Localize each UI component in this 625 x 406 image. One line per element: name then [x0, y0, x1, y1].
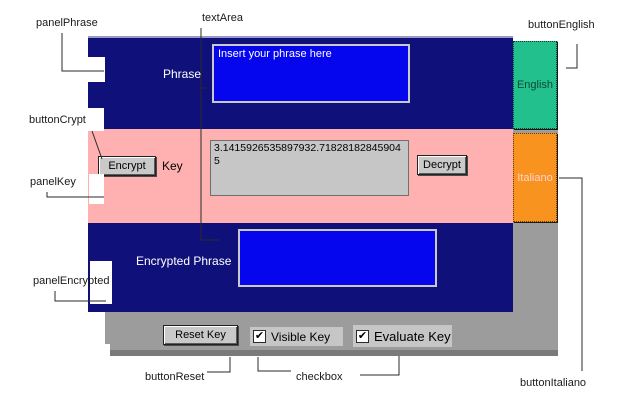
callout-text-area: textArea [202, 12, 243, 24]
key-textarea[interactable]: 3.1415926535897932.718281828459045 [210, 140, 409, 196]
callout-button-italiano: buttonItaliano [520, 377, 587, 389]
window-bottom-shadow [110, 350, 558, 356]
notch-panel-key [89, 174, 104, 204]
leader-button-english [566, 44, 578, 69]
visible-key-checkmark-icon: ✔ [253, 330, 266, 343]
encrypt-button[interactable]: Encrypt [98, 156, 156, 176]
notch-button-crypt [88, 108, 104, 131]
phrase-textarea-text: Insert your phrase here [218, 48, 332, 60]
callout-panel-phrase: panelPhrase [36, 17, 98, 29]
evaluate-key-checkmark-icon: ✔ [356, 329, 369, 343]
evaluate-key-label: Evaluate Key [374, 328, 451, 344]
reset-key-button[interactable]: Reset Key [163, 325, 238, 345]
key-label: Key [162, 159, 183, 173]
encrypted-textarea[interactable] [238, 229, 437, 287]
visible-key-checkbox[interactable]: ✔ Visible Key [250, 327, 343, 346]
notch-panel-phrase [88, 57, 105, 82]
callout-button-reset: buttonReset [145, 371, 205, 383]
callout-checkbox: checkbox [296, 371, 343, 383]
decrypt-button[interactable]: Decrypt [417, 155, 467, 175]
visible-key-label: Visible Key [271, 329, 331, 344]
callout-panel-encrypted: panelEncrypted [33, 275, 110, 287]
evaluate-key-checkbox[interactable]: ✔ Evaluate Key [353, 325, 452, 347]
leader-button-italiano [559, 177, 583, 371]
italiano-button[interactable]: Italiano [513, 133, 557, 222]
notch-bottom-left [88, 344, 110, 358]
english-button[interactable]: English [513, 41, 557, 129]
encrypted-phrase-label: Encrypted Phrase [136, 254, 232, 268]
callout-panel-key: panelKey [30, 176, 76, 188]
callout-button-english: buttonEnglish [528, 19, 595, 31]
leader-checkbox-right [360, 356, 400, 376]
phrase-label: Phrase [163, 67, 202, 81]
leader-checkbox-left [257, 357, 291, 372]
phrase-textarea[interactable]: Insert your phrase here [212, 44, 410, 103]
leader-button-reset [207, 357, 231, 373]
callout-button-crypt: buttonCrypt [29, 114, 86, 126]
